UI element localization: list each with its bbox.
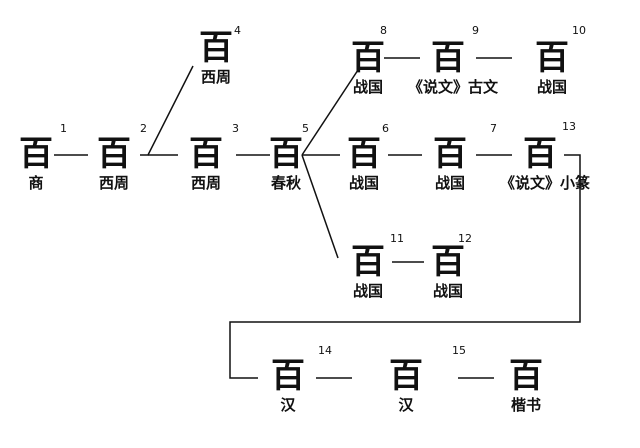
glyph-4: 百 bbox=[199, 28, 233, 68]
label-1: 商 bbox=[28, 174, 44, 192]
glyph-2: 百 bbox=[97, 134, 131, 174]
glyph-6: 百 bbox=[347, 134, 381, 174]
label-15: 汉 bbox=[398, 396, 414, 414]
glyph-8: 百 bbox=[351, 38, 385, 78]
label-8: 战国 bbox=[352, 78, 383, 96]
glyph-12: 百 bbox=[431, 242, 465, 282]
label-9: 《说文》古文 bbox=[408, 78, 499, 96]
number-5: 5 bbox=[302, 122, 309, 135]
label-kaishu: 楷书 bbox=[510, 396, 541, 414]
number-8: 8 bbox=[380, 24, 387, 37]
number-4: 4 bbox=[234, 24, 241, 37]
glyph-5: 百 bbox=[269, 134, 303, 174]
node-6-zhanguo: 百 战国 bbox=[324, 134, 404, 192]
node-kaishu: 百 楷书 bbox=[486, 356, 566, 414]
number-1: 1 bbox=[60, 122, 67, 135]
glyph-kaishu: 百 bbox=[509, 356, 543, 396]
glyph-11: 百 bbox=[351, 242, 385, 282]
glyph-3: 百 bbox=[189, 134, 223, 174]
number-12: 12 bbox=[458, 232, 472, 245]
glyph-1: 百 bbox=[19, 134, 53, 174]
node-2-xizhou: 百 西周 bbox=[74, 134, 154, 192]
node-1-shang: 百 商 bbox=[0, 134, 76, 192]
label-2: 西周 bbox=[98, 174, 129, 192]
label-4: 西周 bbox=[200, 68, 231, 86]
node-5-chunqiu: 百 春秋 bbox=[246, 134, 326, 192]
number-9: 9 bbox=[472, 24, 479, 37]
label-10: 战国 bbox=[536, 78, 567, 96]
node-13-shuowen-xiaozhuan: 百 《说文》小篆 bbox=[500, 134, 591, 192]
number-2: 2 bbox=[140, 122, 147, 135]
label-3: 西周 bbox=[190, 174, 221, 192]
glyph-15: 百 bbox=[389, 356, 423, 396]
number-13: 13 bbox=[562, 120, 576, 133]
glyph-10: 百 bbox=[535, 38, 569, 78]
number-6: 6 bbox=[382, 122, 389, 135]
number-15: 15 bbox=[452, 344, 466, 357]
label-12: 战国 bbox=[432, 282, 463, 300]
glyph-7: 百 bbox=[433, 134, 467, 174]
label-5: 春秋 bbox=[270, 174, 301, 192]
glyph-13: 百 bbox=[523, 134, 557, 174]
label-6: 战国 bbox=[348, 174, 379, 192]
node-15-han: 百 汉 bbox=[366, 356, 446, 414]
number-7: 7 bbox=[490, 122, 497, 135]
node-9-shuowen-guwen: 百 《说文》古文 bbox=[408, 38, 499, 96]
node-8-zhanguo: 百 战国 bbox=[328, 38, 408, 96]
label-13: 《说文》小篆 bbox=[500, 174, 591, 192]
number-11: 11 bbox=[390, 232, 404, 245]
label-7: 战国 bbox=[434, 174, 465, 192]
node-12-zhanguo: 百 战国 bbox=[408, 242, 488, 300]
label-11: 战国 bbox=[352, 282, 383, 300]
label-14: 汉 bbox=[280, 396, 296, 414]
glyph-14: 百 bbox=[271, 356, 305, 396]
glyph-9: 百 bbox=[431, 38, 465, 78]
number-14: 14 bbox=[318, 344, 332, 357]
node-11-zhanguo: 百 战国 bbox=[328, 242, 408, 300]
number-10: 10 bbox=[572, 24, 586, 37]
node-4-xizhou: 百 西周 bbox=[176, 28, 256, 86]
node-10-zhanguo: 百 战国 bbox=[512, 38, 592, 96]
node-3-xizhou: 百 西周 bbox=[166, 134, 246, 192]
number-3: 3 bbox=[232, 122, 239, 135]
node-7-zhanguo: 百 战国 bbox=[410, 134, 490, 192]
node-14-han: 百 汉 bbox=[248, 356, 328, 414]
